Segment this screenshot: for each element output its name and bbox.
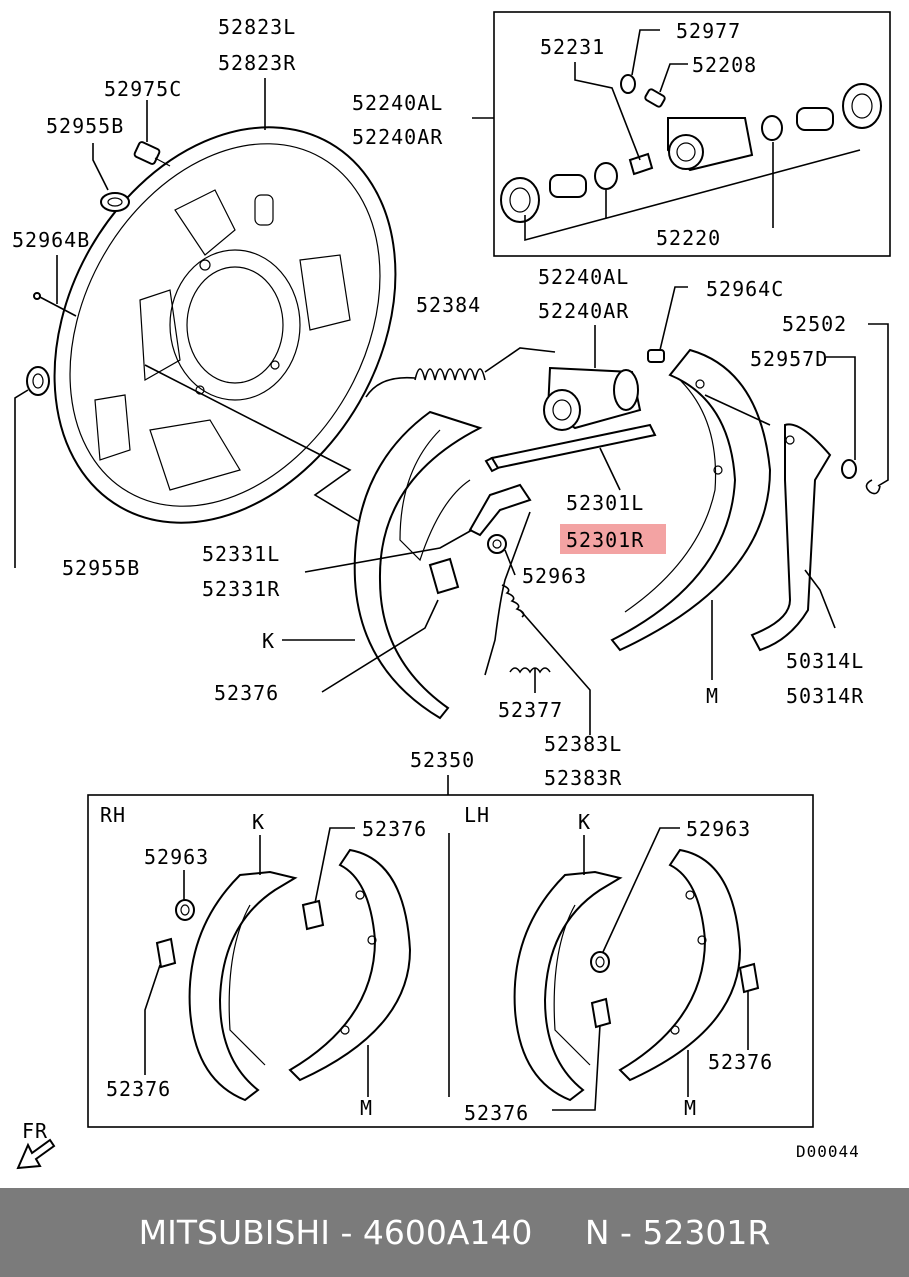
brake-shoe-k <box>353 410 483 720</box>
leader-lines <box>14 29 889 1111</box>
diagram-code: D00044 <box>796 1142 860 1161</box>
label-52823r: 52823R <box>218 51 296 75</box>
rh-washer <box>175 899 195 921</box>
pin-52964b <box>33 292 77 317</box>
brake-parts-diagram: 52823L 52823R 52975C 52955B 52964B 52955… <box>12 11 891 1170</box>
spring-52384 <box>365 347 556 398</box>
label-52376-lh-bottom: 52376 <box>464 1101 529 1125</box>
label-50314r: 50314R <box>786 684 864 708</box>
brake-shoe-m <box>610 348 772 652</box>
label-52975c: 52975C <box>104 77 182 101</box>
part-number-highlight <box>560 524 666 554</box>
label-50314l: 50314L <box>786 649 864 673</box>
label-52383l: 52383L <box>544 732 622 756</box>
rh-clip-top <box>301 899 325 931</box>
label-52377: 52377 <box>498 698 563 722</box>
label-m-rh: M <box>360 1096 373 1120</box>
label-52957d: 52957D <box>750 347 828 371</box>
footer-bar: MITSUBISHI - 4600A140 N - 52301R <box>0 1188 909 1277</box>
label-k-lh: K <box>578 810 591 834</box>
label-52376-mid: 52376 <box>214 681 279 705</box>
label-52963-lh: 52963 <box>686 817 751 841</box>
label-52376-lh-right: 52376 <box>708 1050 773 1074</box>
label-52963-rh: 52963 <box>144 845 209 869</box>
label-52301l: 52301L <box>566 491 644 515</box>
label-52240ar-top: 52240AR <box>352 125 443 149</box>
fr-arrow-icon <box>16 1138 56 1170</box>
label-52301r: 52301R <box>566 528 644 552</box>
lever-50314 <box>750 423 832 652</box>
clip-52502 <box>865 479 881 495</box>
label-fr: FR <box>22 1119 48 1143</box>
rh-shoe-m <box>288 848 412 1082</box>
label-lh: LH <box>464 803 490 827</box>
rh-clip-bottom <box>155 937 177 969</box>
label-52376-rh-bottom: 52376 <box>106 1077 171 1101</box>
wheel-cylinder-box <box>493 11 891 257</box>
label-m-mid: M <box>706 684 719 708</box>
clip-52964c <box>647 349 665 363</box>
wheel-cylinder <box>543 366 642 431</box>
bolt-52975c <box>133 141 171 167</box>
label-52376-rh-top: 52376 <box>362 817 427 841</box>
shoe-kit-box <box>87 794 814 1128</box>
label-52208: 52208 <box>692 53 757 77</box>
label-52240al-mid: 52240AL <box>538 265 629 289</box>
lh-shoe-m <box>618 848 742 1082</box>
washer-52957d <box>841 459 857 479</box>
lh-washer <box>590 951 610 973</box>
backing-plate <box>53 126 397 524</box>
label-52240al-top: 52240AL <box>352 91 443 115</box>
footer-part-info: MITSUBISHI - 4600A140 N - 52301R <box>138 1213 771 1252</box>
label-52823l: 52823L <box>218 15 296 39</box>
label-k-rh: K <box>252 810 265 834</box>
rh-shoe-k <box>188 870 298 1102</box>
label-52350: 52350 <box>410 748 475 772</box>
label-52240ar-mid: 52240AR <box>538 299 629 323</box>
wheel-cylinder-exploded <box>500 74 882 223</box>
label-52220: 52220 <box>656 226 721 250</box>
label-52331r: 52331R <box>202 577 280 601</box>
label-52955b-bottom: 52955B <box>62 556 140 580</box>
washer-52963-mid <box>487 534 507 554</box>
label-52977: 52977 <box>676 19 741 43</box>
label-52955b-top: 52955B <box>46 114 124 138</box>
adjuster-52301 <box>484 423 657 473</box>
label-52502: 52502 <box>782 312 847 336</box>
lh-clip-mid <box>590 997 612 1029</box>
label-52964c: 52964C <box>706 277 784 301</box>
label-52964b: 52964B <box>12 228 90 252</box>
label-52384: 52384 <box>416 293 481 317</box>
label-52231: 52231 <box>540 35 605 59</box>
lever-52331 <box>468 483 532 537</box>
label-52383r: 52383R <box>544 766 622 790</box>
spring-52377 <box>509 667 551 674</box>
lh-shoe-k <box>513 870 623 1102</box>
plug-52955b-top <box>100 192 130 212</box>
label-m-lh: M <box>684 1096 697 1120</box>
plug-52955b-bottom <box>26 366 50 396</box>
label-k-mid: K <box>262 629 275 653</box>
label-rh: RH <box>100 803 126 827</box>
label-52963-mid: 52963 <box>522 564 587 588</box>
label-52331l: 52331L <box>202 542 280 566</box>
exploded-guide-lines <box>144 364 771 523</box>
lh-clip-right <box>738 962 760 994</box>
